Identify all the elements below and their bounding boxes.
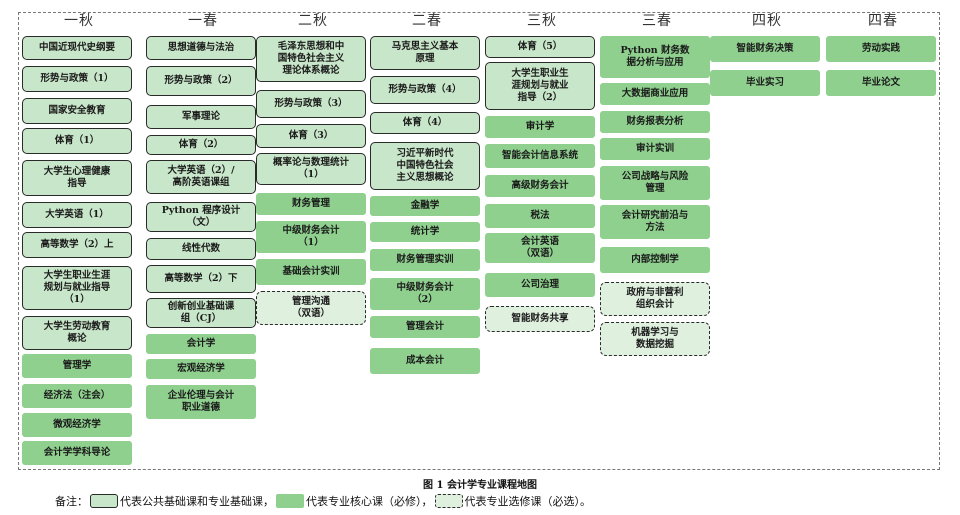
- course-box-core: 毕业实习: [710, 70, 820, 96]
- semester-header: 一秋: [64, 13, 94, 29]
- course-box-elective: 政府与非营利 组织会计: [600, 282, 710, 316]
- course-box-core: Python 财务数 据分析与应用: [600, 36, 710, 78]
- course-box-foundation: 毛泽东思想和中 国特色社会主义 理论体系概论: [256, 36, 366, 82]
- course-box-core: 财务管理实训: [370, 249, 480, 271]
- course-box-core: 会计英语 （双语）: [485, 233, 595, 263]
- legend-foundation-text: 代表公共基础课和专业基础课，: [120, 495, 274, 508]
- semester-header: 二秋: [298, 13, 328, 29]
- course-box-foundation: 体育（1）: [22, 128, 132, 154]
- course-box-core: 管理会计: [370, 316, 480, 338]
- course-box-foundation: 大学英语（1）: [22, 202, 132, 228]
- course-box-core: 统计学: [370, 222, 480, 242]
- course-box-foundation: 形势与政策（1）: [22, 66, 132, 92]
- course-box-foundation: 大学英语（2）/ 高阶英语课组: [146, 160, 256, 194]
- legend-prefix: 备注：: [55, 495, 88, 508]
- course-box-core: 毕业论文: [826, 70, 936, 96]
- course-box-foundation: 大学生职业生涯 规划与就业指导 （1）: [22, 266, 132, 310]
- course-box-core: 金融学: [370, 196, 480, 216]
- semester-header: 三春: [642, 13, 672, 29]
- legend-core-text: 代表专业核心课（必修），: [306, 495, 433, 508]
- course-box-core: 经济法（注会）: [22, 384, 132, 408]
- legend-swatch-core: [276, 494, 304, 508]
- course-box-foundation: 大学生心理健康 指导: [22, 160, 132, 196]
- course-box-foundation: 体育（3）: [256, 124, 366, 148]
- course-box-core: 高级财务会计: [485, 175, 595, 197]
- course-box-core: 大数据商业应用: [600, 83, 710, 105]
- semester-header: 三秋: [527, 13, 557, 29]
- course-box-core: 中级财务会计 （1）: [256, 221, 366, 253]
- course-box-core: 管理学: [22, 354, 132, 378]
- legend: 备注： 代表公共基础课和专业基础课， 代表专业核心课（必修）， 代表专业选修课（…: [55, 493, 591, 509]
- course-box-core: 成本会计: [370, 348, 480, 374]
- course-box-elective: 智能财务共享: [485, 306, 595, 332]
- course-box-core: 宏观经济学: [146, 359, 256, 379]
- course-map-frame: [18, 12, 940, 470]
- course-box-core: 基础会计实训: [256, 259, 366, 285]
- course-box-core: 劳动实践: [826, 36, 936, 62]
- course-box-foundation: 大学生劳动教育 概论: [22, 316, 132, 350]
- course-box-foundation: 线性代数: [146, 238, 256, 260]
- course-box-foundation: 马克思主义基本 原理: [370, 36, 480, 70]
- legend-swatch-foundation: [90, 494, 118, 508]
- course-box-core: 公司治理: [485, 273, 595, 297]
- course-box-foundation: 体育（4）: [370, 112, 480, 134]
- semester-header: 二春: [412, 13, 442, 29]
- course-box-foundation: 军事理论: [146, 105, 256, 129]
- course-box-foundation: 概率论与数理统计 （1）: [256, 153, 366, 185]
- course-box-foundation: 体育（2）: [146, 135, 256, 155]
- semester-header: 四春: [868, 13, 898, 29]
- course-box-core: 财务报表分析: [600, 111, 710, 133]
- legend-elective-text: 代表专业选修课（必选）。: [464, 495, 592, 508]
- semester-header: 四秋: [752, 13, 782, 29]
- course-box-core: 智能财务决策: [710, 36, 820, 62]
- course-box-core: 税法: [485, 204, 595, 228]
- course-box-foundation: 创新创业基础课 组（CJ）: [146, 298, 256, 328]
- semester-header: 一春: [188, 13, 218, 29]
- course-box-foundation: 高等数学（2）下: [146, 265, 256, 293]
- course-box-foundation: Python 程序设计 （文）: [146, 202, 256, 232]
- course-box-core: 财务管理: [256, 193, 366, 215]
- course-box-foundation: 思想道德与法治: [146, 36, 256, 60]
- legend-swatch-elective: [434, 494, 463, 508]
- course-box-core: 微观经济学: [22, 413, 132, 437]
- figure-caption: 图 1 会计学专业课程地图: [423, 480, 537, 491]
- course-box-foundation: 形势与政策（3）: [256, 90, 366, 118]
- course-box-core: 审计学: [485, 116, 595, 138]
- course-box-core: 会计学学科导论: [22, 441, 132, 465]
- course-box-core: 会计研究前沿与 方法: [600, 205, 710, 239]
- course-box-core: 审计实训: [600, 138, 710, 160]
- course-box-core: 会计学: [146, 334, 256, 354]
- course-box-core: 内部控制学: [600, 247, 710, 273]
- course-box-foundation: 大学生职业生 涯规划与就业 指导（2）: [485, 62, 595, 110]
- course-box-core: 公司战略与风险 管理: [600, 166, 710, 200]
- course-box-foundation: 习近平新时代 中国特色社会 主义思想概论: [370, 142, 480, 190]
- course-box-elective: 机器学习与 数据挖掘: [600, 322, 710, 356]
- course-box-core: 智能会计信息系统: [485, 144, 595, 168]
- course-box-foundation: 国家安全教育: [22, 98, 132, 124]
- course-box-core: 中级财务会计 （2）: [370, 278, 480, 310]
- course-box-elective: 管理沟通 （双语）: [256, 291, 366, 325]
- course-box-foundation: 高等数学（2）上: [22, 232, 132, 258]
- course-box-foundation: 体育（5）: [485, 36, 595, 58]
- course-box-core: 企业伦理与会计 职业道德: [146, 385, 256, 419]
- course-box-foundation: 形势与政策（4）: [370, 76, 480, 104]
- course-box-foundation: 形势与政策（2）: [146, 66, 256, 96]
- course-box-foundation: 中国近现代史纲要: [22, 36, 132, 60]
